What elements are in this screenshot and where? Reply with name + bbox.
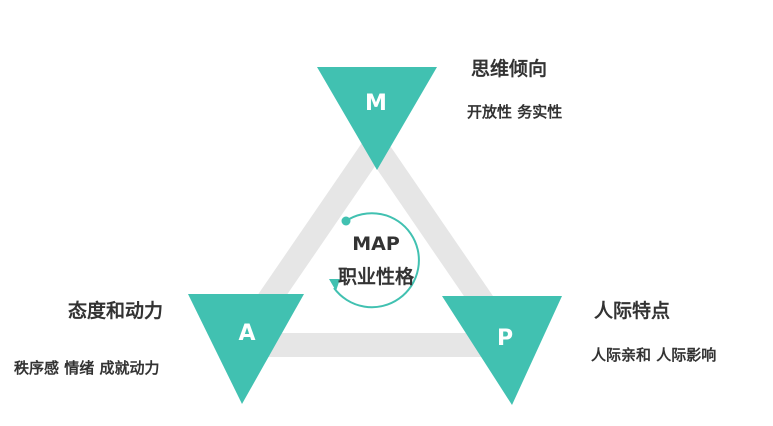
node-a-title: 态度和动力 bbox=[68, 300, 164, 322]
triangle-track bbox=[226, 133, 524, 357]
node-p-desc: 人际亲和 人际影响 bbox=[591, 346, 717, 364]
center-subtitle: 职业性格 bbox=[338, 265, 415, 288]
node-m-triangle bbox=[317, 67, 437, 170]
node-m-title: 思维倾向 bbox=[471, 58, 548, 80]
center-title: MAP bbox=[352, 233, 400, 255]
node-m-letter: M bbox=[365, 91, 387, 116]
node-a-triangle bbox=[188, 294, 304, 404]
node-m-desc: 开放性 务实性 bbox=[467, 103, 563, 121]
cycle-start-dot bbox=[341, 216, 351, 226]
node-a-letter: A bbox=[238, 321, 255, 346]
node-p-title: 人际特点 bbox=[594, 300, 671, 322]
node-p-triangle bbox=[442, 296, 562, 405]
node-p-letter: P bbox=[497, 326, 513, 351]
cycle-arrowhead-icon bbox=[329, 279, 340, 291]
node-a-desc: 秩序感 情绪 成就动力 bbox=[14, 359, 160, 377]
cycle-arrow-icon bbox=[333, 212, 420, 309]
